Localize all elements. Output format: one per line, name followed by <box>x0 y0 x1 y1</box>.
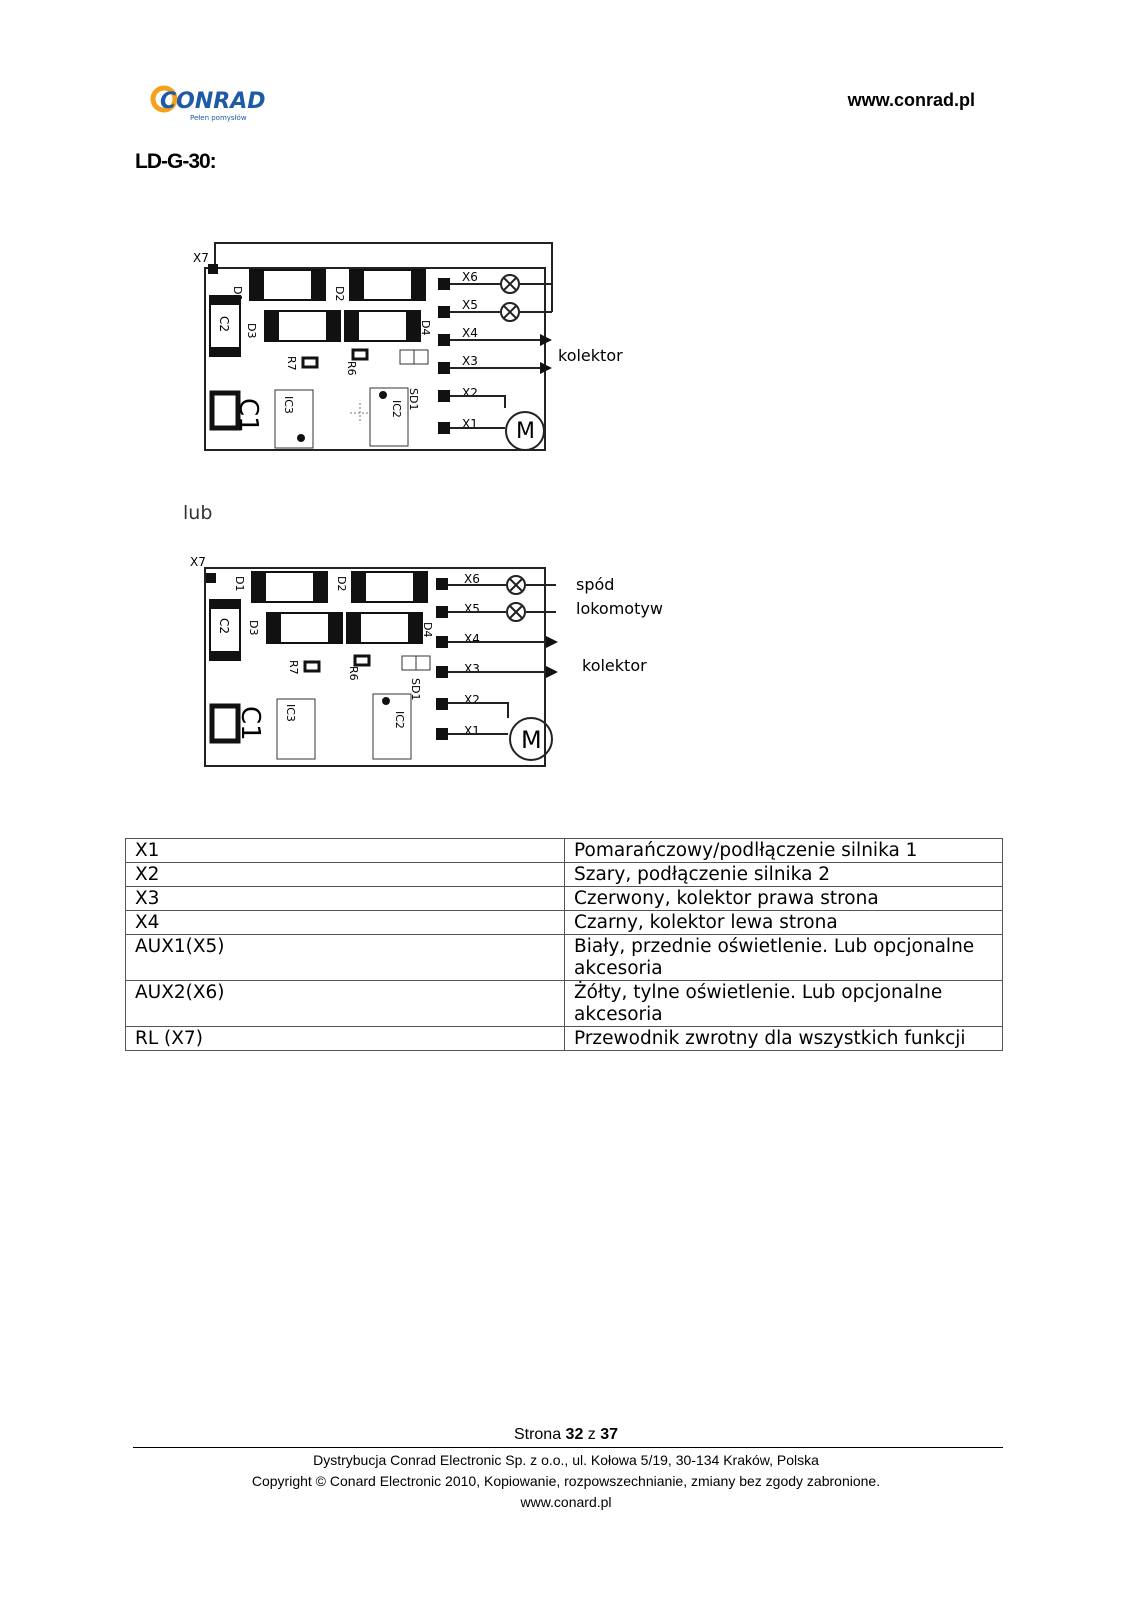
table-row: AUX1(X5) Biały, przednie oświetlenie. Lu… <box>125 934 1003 981</box>
table-row: X4 Czarny, kolektor lewa strona <box>125 910 1003 935</box>
svg-text:kolektor: kolektor <box>558 346 623 365</box>
svg-text:X4: X4 <box>464 632 480 646</box>
table-cell-description: Szary, podłączenie silnika 2 <box>564 862 1003 887</box>
svg-text:IC2: IC2 <box>393 711 406 729</box>
table-cell-pin: X2 <box>125 862 565 887</box>
footer-copyright: Copyright © Conard Electronic 2010, Kopi… <box>251 1473 881 1489</box>
page-number: Strona 32 z 37 <box>0 1426 1132 1444</box>
wiring-diagram-1: X7 X6 X5 X4 X3 X2 X1 <box>190 238 650 478</box>
svg-text:C1: C1 <box>233 398 263 433</box>
svg-text:D1: D1 <box>233 576 246 591</box>
table-cell-description: Czarny, kolektor lewa strona <box>564 910 1003 935</box>
svg-text:X1: X1 <box>464 724 480 738</box>
svg-text:D4: D4 <box>421 622 434 637</box>
page-separator: z <box>587 1426 596 1443</box>
connection-table: X1 Pomarańczowy/podlłączenie silnika 1 X… <box>125 838 1003 1051</box>
table-cell-pin: X1 <box>125 838 565 863</box>
svg-text:X2: X2 <box>462 386 478 400</box>
page-current: 32 <box>565 1426 584 1443</box>
svg-text:lokomotyw: lokomotyw <box>576 599 663 618</box>
site-url-top[interactable]: www.conrad.pl <box>847 90 975 110</box>
svg-text:D2: D2 <box>335 576 348 591</box>
svg-text:X2: X2 <box>464 693 480 707</box>
svg-text:D2: D2 <box>333 286 346 301</box>
wiring-diagram-2: X7 X6 X5 X4 X3 X2 X1 <box>190 555 680 796</box>
svg-text:R6: R6 <box>345 361 358 376</box>
svg-text:C2: C2 <box>217 316 231 332</box>
svg-text:R7: R7 <box>285 356 298 371</box>
svg-text:X4: X4 <box>462 326 478 340</box>
table-row: X1 Pomarańczowy/podlłączenie silnika 1 <box>125 838 1003 863</box>
svg-text:X7: X7 <box>193 251 209 265</box>
svg-text:D3: D3 <box>245 323 258 338</box>
table-cell-description: Czerwony, kolektor prawa strona <box>564 886 1003 911</box>
table-row: X2 Szary, podłączenie silnika 2 <box>125 862 1003 887</box>
footer-url[interactable]: www.conard.pl <box>520 1494 612 1510</box>
svg-text:X7: X7 <box>190 556 206 569</box>
svg-text:SD1: SD1 <box>407 388 420 410</box>
svg-text:X6: X6 <box>464 572 480 586</box>
table-cell-pin: AUX1(X5) <box>125 934 565 981</box>
svg-text:X3: X3 <box>464 662 480 676</box>
table-row: AUX2(X6) Żółty, tylne oświetlenie. Lub o… <box>125 980 1003 1027</box>
table-cell-pin: X4 <box>125 910 565 935</box>
page-prefix: Strona <box>513 1426 562 1443</box>
table-cell-pin: AUX2(X6) <box>125 980 565 1027</box>
table-cell-description: Pomarańczowy/podlłączenie silnika 1 <box>564 838 1003 863</box>
page-title: LD-G-30: <box>135 150 217 173</box>
svg-text:C2: C2 <box>217 618 231 634</box>
table-row: X3 Czerwony, kolektor prawa strona <box>125 886 1003 911</box>
svg-text:M: M <box>516 419 535 444</box>
svg-text:IC3: IC3 <box>282 396 295 414</box>
svg-text:M: M <box>521 726 542 754</box>
logo-tagline: Pełen pomysłów <box>190 114 247 122</box>
svg-text:spód: spód <box>576 575 614 594</box>
svg-text:R7: R7 <box>287 660 300 675</box>
page-total: 37 <box>600 1426 619 1443</box>
svg-text:C1: C1 <box>235 706 265 741</box>
svg-text:R6: R6 <box>347 666 360 681</box>
svg-text:X3: X3 <box>462 354 478 368</box>
svg-text:X5: X5 <box>462 298 478 312</box>
table-cell-pin: X3 <box>125 886 565 911</box>
alternative-label: lub <box>183 502 213 524</box>
table-cell-description: Biały, przednie oświetlenie. Lub opcjona… <box>564 934 1003 981</box>
table-cell-description: Przewodnik zwrotny dla wszystkich funkcj… <box>564 1026 1003 1051</box>
svg-text:D3: D3 <box>247 620 260 635</box>
svg-text:kolektor: kolektor <box>582 656 647 675</box>
logo-text: CONRAD <box>160 89 266 114</box>
table-row: RL (X7) Przewodnik zwrotny dla wszystkic… <box>125 1026 1003 1051</box>
svg-text:X6: X6 <box>462 270 478 284</box>
table-cell-pin: RL (X7) <box>125 1026 565 1051</box>
footer-divider <box>133 1447 1003 1448</box>
svg-text:X5: X5 <box>464 602 480 616</box>
svg-text:IC3: IC3 <box>284 704 297 722</box>
footer-distributor: Dystrybucja Conrad Electronic Sp. z o.o.… <box>313 1452 819 1468</box>
table-cell-description: Żółty, tylne oświetlenie. Lub opcjonalne… <box>564 980 1003 1027</box>
svg-text:IC2: IC2 <box>390 400 403 418</box>
svg-text:SD1: SD1 <box>409 678 422 700</box>
svg-text:D4: D4 <box>419 320 432 335</box>
conrad-logo: CONRAD Pełen pomysłów <box>150 82 270 126</box>
